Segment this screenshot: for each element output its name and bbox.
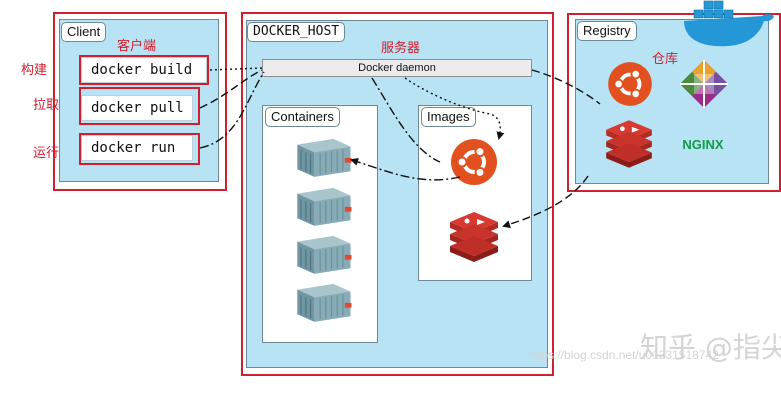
pull-arrow [199,69,263,109]
container-icon [296,235,353,275]
run-to-container-arrow [350,157,461,181]
registry-to-image-arrow [502,175,589,229]
build-arrow [209,67,263,71]
docker-pull-highlight [79,87,200,125]
csdn-watermark: https://blog.csdn.net/u01231518742 [528,348,719,362]
build-to-image-arrow [404,77,505,140]
docker-run-highlight [79,133,200,165]
container-icon [296,187,353,227]
docker-whale-icon [684,0,774,47]
docker-build-highlight [79,55,209,85]
registry-highlight-box [567,13,781,192]
daemon-to-image-dashdot [371,77,441,163]
images-title: Images [421,107,476,127]
daemon-to-registry-arrow [531,69,601,105]
redis-icon [606,120,652,168]
ubuntu-icon [606,60,654,108]
containers-title: Containers [265,107,340,127]
host-highlight-box [241,12,554,376]
centos-icon [679,59,729,109]
docker-run-command: docker run [81,135,193,161]
container-icon [296,138,353,178]
registry-title: Registry [577,21,637,41]
docker-build-command: docker build [81,57,207,83]
host-label-cn: 服务器 [381,41,421,56]
run-label-cn: 运行 [33,146,60,161]
client-highlight-box [53,12,227,191]
pull-label-cn: 拉取 [33,98,60,113]
run-arrow [199,71,265,149]
client-label-cn: 客户端 [117,39,157,54]
client-title: Client [61,22,107,42]
container-icon [296,283,353,323]
registry-label-cn: 仓库 [652,52,679,67]
docker-pull-command: docker pull [81,95,193,121]
zhihu-watermark: 知乎 @指尖 [640,331,781,364]
redis-image-icon [450,212,498,262]
nginx-logo: NGINX [682,137,724,152]
docker-host-title: DOCKER_HOST [247,22,346,42]
build-label-cn: 构建 [21,63,48,78]
flow-arrows [199,67,601,229]
docker-daemon-bar: Docker daemon [262,59,532,77]
